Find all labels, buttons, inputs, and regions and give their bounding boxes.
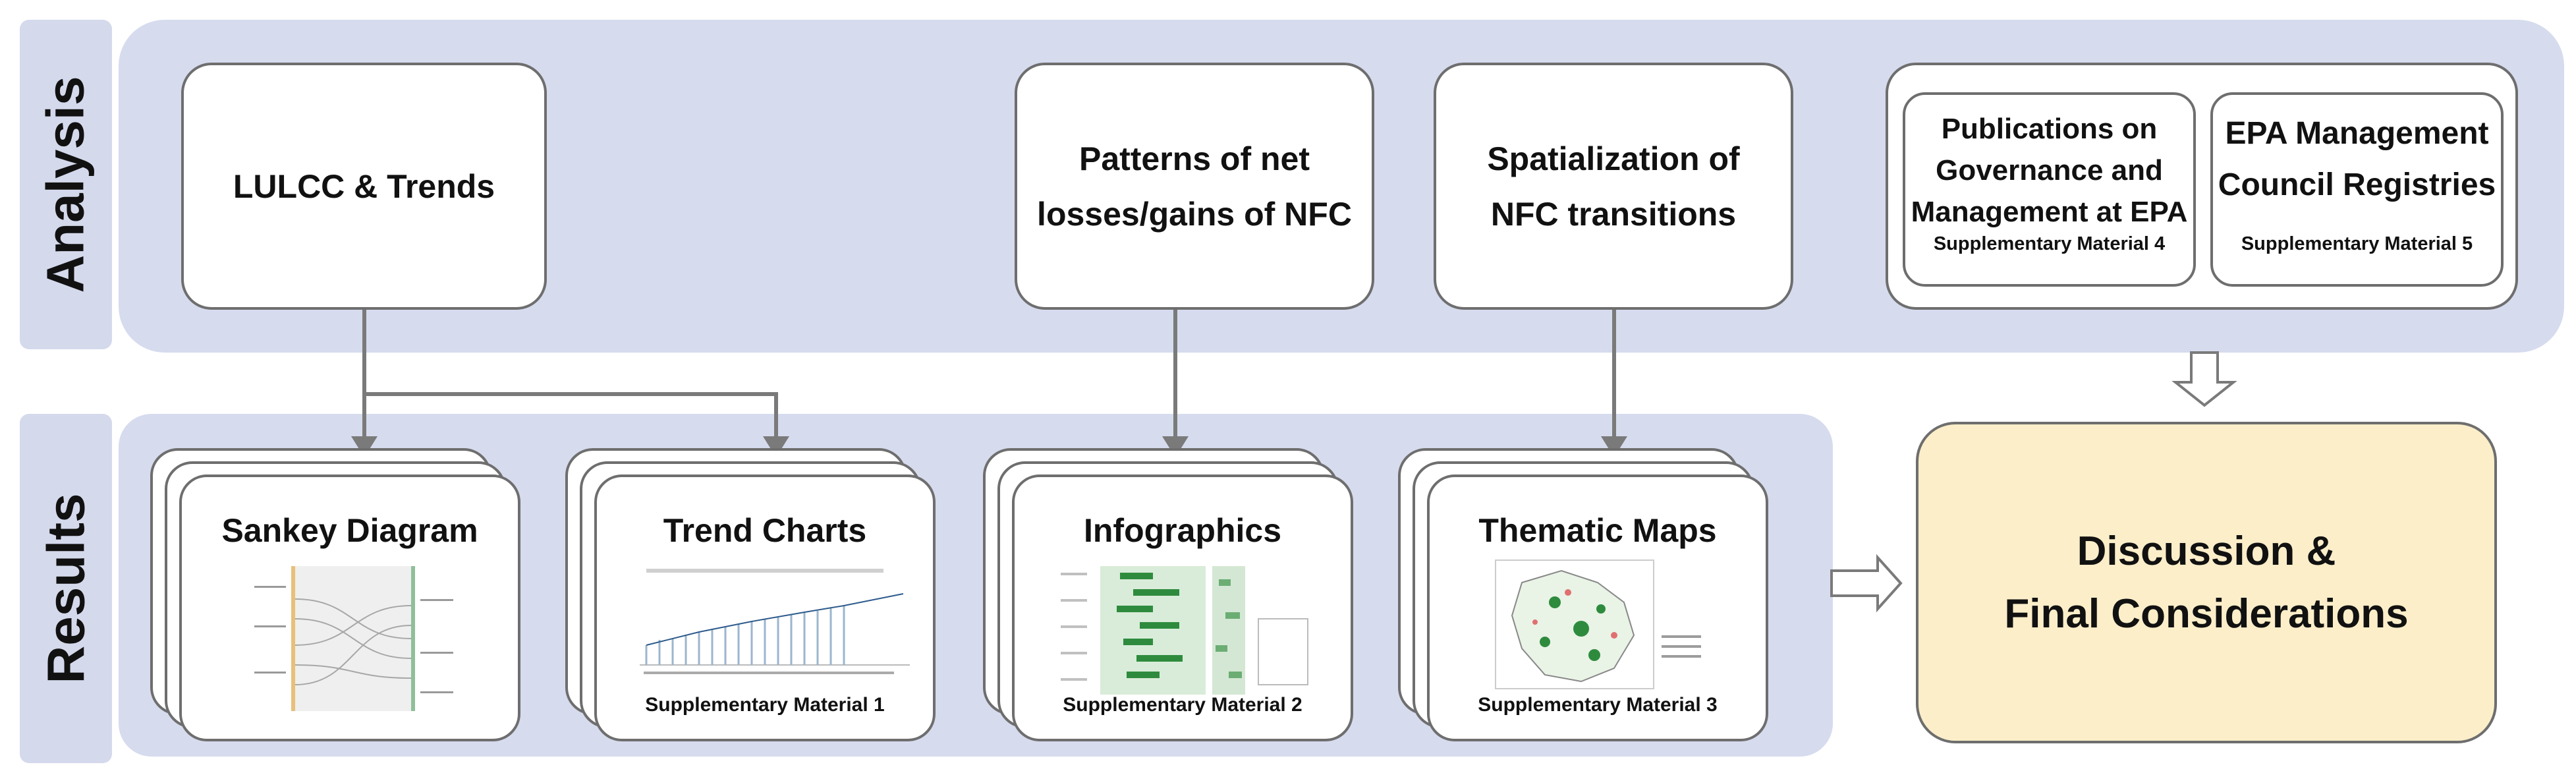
infographics-card: Infographics Supplementary Material 2 [1012, 474, 1353, 741]
publications-line1: Publications on [1941, 113, 2158, 145]
analysis-box-lulcc: LULCC & Trends [181, 63, 547, 310]
infographics-thumbnail [1061, 566, 1308, 695]
sankey-thumbnail [254, 566, 453, 711]
analysis-box-lulcc-text: LULCC & Trends [233, 167, 495, 205]
analysis-box-patterns-line1: Patterns of net [1078, 140, 1310, 177]
analysis-row-label: Analysis [20, 20, 112, 349]
publications-box: Publications on Governance and Managemen… [1903, 92, 2196, 287]
discussion-line1: Discussion & [2077, 529, 2336, 574]
analysis-box-spatialization: Spatialization of NFC transitions [1434, 63, 1793, 310]
registries-sub: Supplementary Material 5 [2241, 233, 2473, 254]
publications-line3: Management at EPA [1911, 196, 2188, 228]
arrowhead-infographics [1162, 436, 1189, 457]
hollow-arrow-down-from-side-group [2171, 351, 2237, 407]
hollow-arrow-to-discussion [1830, 554, 1903, 613]
analysis-box-spatialization-line2: NFC transitions [1490, 195, 1737, 233]
maps-card: Thematic Maps Supplementary Material 3 [1427, 474, 1768, 741]
trend-card: Trend Charts Supplementary Material 1 [594, 474, 936, 741]
arrowhead-sankey [351, 436, 378, 457]
analysis-box-spatialization-line1: Spatialization of [1487, 140, 1740, 177]
arrow-lulcc-to-trend [364, 392, 778, 443]
trend-card-sub: Supplementary Material 1 [645, 694, 885, 716]
arrowhead-trend [763, 436, 789, 457]
discussion-box: Discussion & Final Considerations [1916, 422, 2497, 743]
analysis-box-patterns-line2: losses/gains of NFC [1037, 195, 1352, 233]
sankey-card: Sankey Diagram [179, 474, 520, 741]
arrowhead-maps [1601, 436, 1627, 457]
results-row-label: Results [20, 414, 112, 763]
maps-card-title: Thematic Maps [1478, 512, 1717, 549]
registries-line1: EPA Management [2225, 116, 2489, 151]
trend-thumbnail [640, 569, 910, 674]
discussion-line2: Final Considerations [2004, 591, 2409, 637]
trend-card-title: Trend Charts [663, 512, 867, 549]
registries-box: EPA Management Council Registries Supple… [2210, 92, 2504, 287]
registries-line2: Council Registries [2218, 167, 2496, 202]
publications-line2: Governance and [1936, 154, 2163, 187]
maps-card-sub: Supplementary Material 3 [1478, 694, 1718, 716]
infographics-card-sub: Supplementary Material 2 [1063, 694, 1302, 716]
analysis-box-patterns: Patterns of net losses/gains of NFC [1015, 63, 1374, 310]
publications-sub: Supplementary Material 4 [1933, 233, 2166, 254]
sankey-card-title: Sankey Diagram [221, 512, 478, 549]
maps-thumbnail [1495, 560, 1701, 689]
infographics-card-title: Infographics [1083, 512, 1282, 549]
